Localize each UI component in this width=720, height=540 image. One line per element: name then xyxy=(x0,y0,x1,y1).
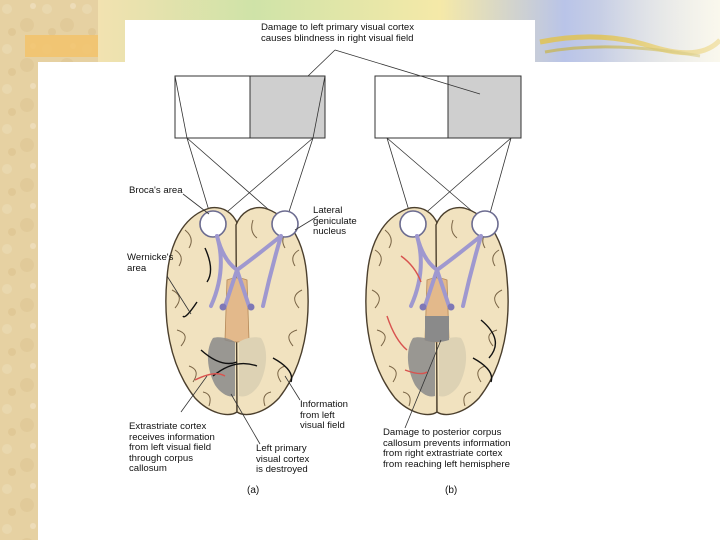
split-brain-figure: Damage to left primary visual cortex cau… xyxy=(125,20,535,505)
label-left-primary: Left primary visual cortex is destroyed xyxy=(256,443,310,475)
arrows-a xyxy=(182,247,293,383)
label-extrastriate: Extrastriate cortex receives information… xyxy=(129,421,215,474)
arrows-b xyxy=(386,255,497,383)
panel-a-caption: (a) xyxy=(247,485,260,496)
label-wernicke: Wernicke's area xyxy=(127,252,174,274)
label-posterior-callosum: Damage to posterior corpus callosum prev… xyxy=(383,427,511,470)
panel-b-caption: (b) xyxy=(445,485,458,496)
brain-diagram xyxy=(163,49,522,445)
label-lgn: Lateral geniculate nucleus xyxy=(313,205,357,237)
visual-field-a xyxy=(174,75,326,225)
visual-field-b xyxy=(374,75,522,225)
label-top: Damage to left primary visual cortex cau… xyxy=(261,22,415,44)
brain-b xyxy=(363,205,511,417)
label-broca: Broca's area xyxy=(129,185,183,196)
label-information: Information from left visual field xyxy=(300,399,348,431)
leader-lines xyxy=(166,49,481,445)
brain-a xyxy=(163,205,311,417)
